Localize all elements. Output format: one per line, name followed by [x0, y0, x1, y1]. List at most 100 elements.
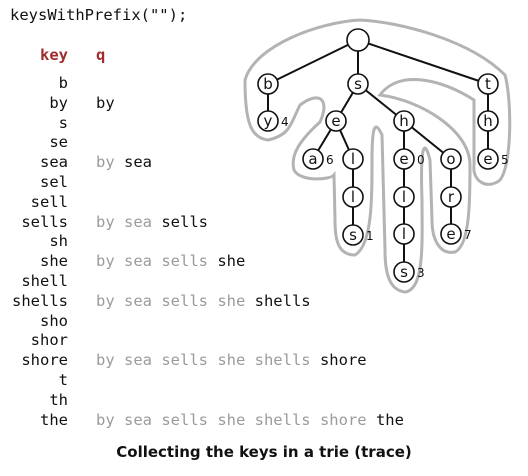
trace-key: sh	[49, 232, 68, 251]
trie-node-char: r	[448, 188, 455, 206]
trie-node-circle	[440, 148, 462, 170]
trace-queue: by	[96, 94, 115, 112]
trie-node-char: l	[402, 188, 406, 206]
figure-caption: Collecting the keys in a trie (trace)	[116, 443, 412, 461]
trace-key: shell	[21, 272, 68, 290]
trie-node-value: 3	[417, 266, 425, 280]
trie-node-t: t	[477, 73, 499, 95]
queue-new-key: shore	[319, 351, 367, 370]
trie-node-char: b	[263, 75, 273, 93]
trie-node-char: e	[446, 225, 455, 243]
trace-key: sel	[40, 173, 68, 191]
queue-previous-keys: by sea sells she	[96, 291, 255, 310]
trie-node-sho: o	[440, 148, 462, 170]
trie-node-char: l	[402, 225, 406, 243]
trace-queue: by sea sells she shells shore	[96, 351, 367, 369]
trie-node-circle	[342, 224, 364, 246]
queue-new-key: shells	[254, 291, 311, 310]
trie-edge	[267, 39, 359, 85]
trie-node-sh: h	[393, 110, 415, 132]
trace-queue: by sea sells she	[96, 252, 245, 270]
trie-edge	[357, 39, 489, 85]
trace-key: th	[49, 390, 68, 409]
trie-node-circle	[477, 148, 499, 170]
trie-node-char: h	[483, 112, 493, 130]
trace-key: s	[58, 113, 68, 132]
trace-queue: by sea sells she shells shore the	[96, 411, 404, 429]
trie-node-s: s	[347, 73, 369, 95]
trace-key: by	[49, 93, 68, 112]
trie-node-circle	[346, 28, 370, 52]
trie-node-value: 4	[281, 115, 289, 129]
queue-new-key: sells	[161, 212, 208, 231]
trace-key: she	[40, 252, 68, 271]
trie-node-char: e	[331, 112, 340, 130]
trie-node-circle	[342, 186, 364, 208]
trie-node-char: s	[400, 263, 408, 281]
trie-node-char: y	[264, 112, 273, 130]
trie-node-circle	[393, 148, 415, 170]
trie-node-char: l	[351, 150, 355, 168]
queue-previous-keys: by sea	[96, 212, 162, 231]
trie-node-b: b	[257, 73, 279, 95]
trie-node-sel: l	[342, 148, 364, 170]
column-header-key: key	[40, 46, 68, 64]
trie-node-value: 0	[417, 153, 425, 167]
trace-key: the	[40, 410, 68, 429]
trie-node-char: o	[446, 150, 455, 168]
trace-key: shor	[30, 331, 68, 350]
trie-node-char: l	[351, 188, 355, 206]
trie-node-value: 1	[366, 229, 374, 243]
trie-node-circle	[342, 148, 364, 170]
trie-node-char: a	[308, 150, 317, 168]
trace-key: shells	[12, 291, 68, 310]
trace-queue: by sea sells	[96, 213, 208, 231]
queue-new-key: the	[375, 410, 404, 429]
trie-node-char: h	[399, 112, 409, 130]
trace-key: sell	[30, 192, 68, 211]
trie-node-circle	[393, 110, 415, 132]
trace-key: t	[58, 371, 68, 389]
trace-key: sho	[40, 311, 68, 330]
trie-node-char: e	[399, 150, 408, 168]
trie-node-root	[346, 28, 370, 52]
trie-node-shell: l	[393, 223, 415, 245]
trace-key: sells	[21, 212, 68, 231]
trie-node-circle	[393, 223, 415, 245]
trie-node-circle	[440, 223, 462, 245]
trie-node-value: 5	[501, 153, 509, 167]
trie-node-circle	[393, 186, 415, 208]
queue-new-key: she	[217, 252, 246, 271]
trace-key: se	[49, 133, 68, 152]
queue-previous-keys: by sea sells she shells	[96, 351, 320, 370]
trie-node-char: e	[483, 150, 492, 168]
trie-node-sell: l	[342, 186, 364, 208]
trie-node-circle	[477, 110, 499, 132]
trie-node-circle	[325, 110, 347, 132]
trie-node-circle	[347, 73, 369, 95]
trace-queue: by sea	[96, 153, 152, 171]
trie-node-circle	[257, 73, 279, 95]
trace-key: shore	[21, 351, 68, 370]
trie-node-char: s	[354, 75, 362, 93]
trie-node-shel: l	[393, 186, 415, 208]
trie-node-se: e	[325, 110, 347, 132]
trace-key: b	[58, 74, 68, 92]
trie-node-shor: r	[440, 186, 462, 208]
queue-previous-keys: by sea sells	[96, 252, 218, 271]
trie-node-char: t	[485, 75, 491, 93]
trace-queue: by sea sells she shells	[96, 292, 311, 310]
queue-previous-keys: by	[96, 153, 124, 172]
function-call: keysWithPrefix("");	[10, 6, 188, 24]
trie-node-circle	[393, 261, 415, 283]
trie-node-circle	[302, 148, 324, 170]
trie-node-value: 7	[464, 228, 472, 242]
trie-node-circle	[477, 73, 499, 95]
